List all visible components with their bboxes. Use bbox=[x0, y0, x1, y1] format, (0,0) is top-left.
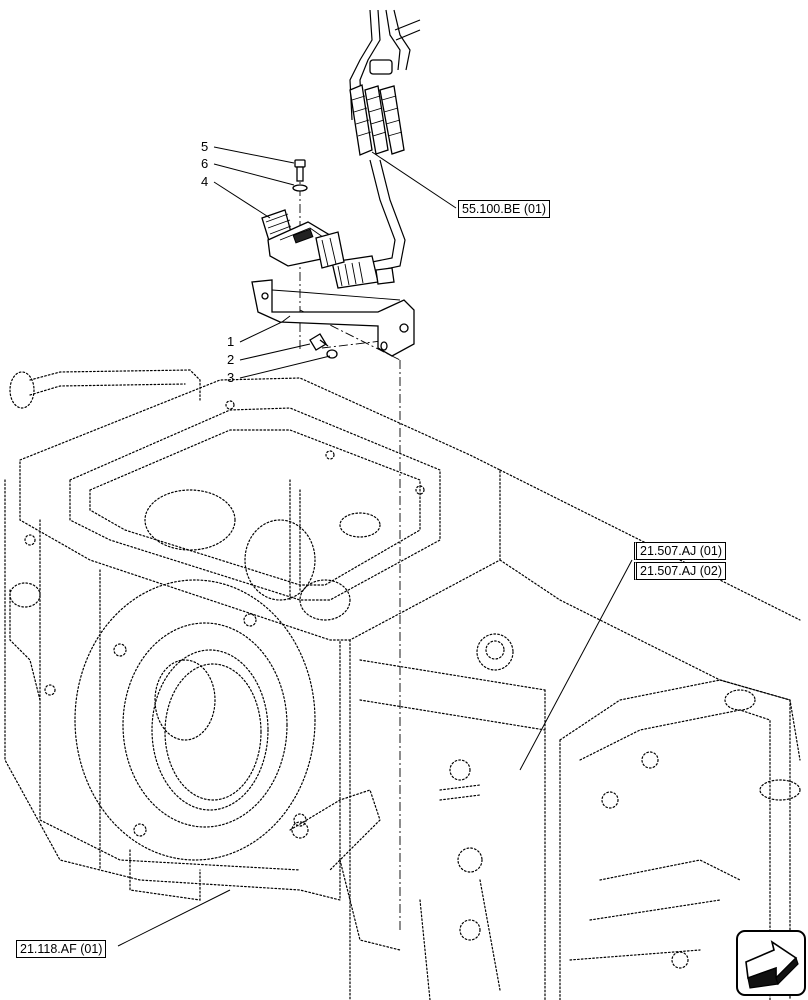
callout-4: 4 bbox=[201, 174, 209, 189]
transmission-housing bbox=[4, 369, 801, 1000]
reference-link-21-507-aj-02[interactable]: 21.507.AJ (02) bbox=[634, 562, 726, 580]
bracket-part-1 bbox=[251, 279, 415, 357]
leader-lines bbox=[117, 146, 633, 947]
bolt-part-2 bbox=[309, 333, 329, 351]
reference-link-21-507-aj-01[interactable]: 21.507.AJ (01) bbox=[634, 542, 726, 560]
next-page-button[interactable] bbox=[736, 930, 806, 996]
callout-3: 3 bbox=[227, 370, 235, 385]
reference-link-55-100-be[interactable]: 55.100.BE (01) bbox=[458, 200, 551, 218]
arrow-right-icon bbox=[745, 940, 799, 989]
washer-part-6 bbox=[292, 184, 308, 192]
callout-2: 2 bbox=[227, 352, 235, 367]
bolt-part-5 bbox=[294, 159, 306, 182]
callout-1: 1 bbox=[227, 334, 235, 349]
wiring-harness bbox=[331, 9, 421, 289]
callout-6: 6 bbox=[201, 156, 209, 171]
reference-link-21-118-af[interactable]: 21.118.AF (01) bbox=[16, 940, 107, 958]
callout-5: 5 bbox=[201, 139, 209, 154]
sensor-part-4 bbox=[261, 209, 345, 269]
